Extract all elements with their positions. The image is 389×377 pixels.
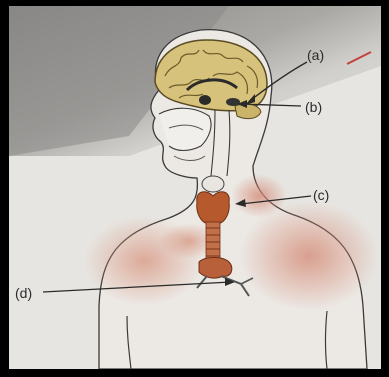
label-a: (a) [307, 47, 324, 63]
thymus [199, 258, 232, 279]
thyroid-gland [197, 192, 230, 224]
skin-tint-neck [231, 174, 287, 218]
cerebellum [235, 104, 261, 119]
label-b: (b) [305, 99, 322, 115]
larynx [202, 176, 224, 192]
label-d: (d) [15, 285, 32, 301]
label-c: (c) [313, 187, 329, 203]
paper-sheet: (a) (b) (c) (d) [9, 6, 381, 369]
anatomy-diagram: (a) (b) (c) (d) [9, 6, 381, 369]
hypothalamus [199, 95, 211, 105]
